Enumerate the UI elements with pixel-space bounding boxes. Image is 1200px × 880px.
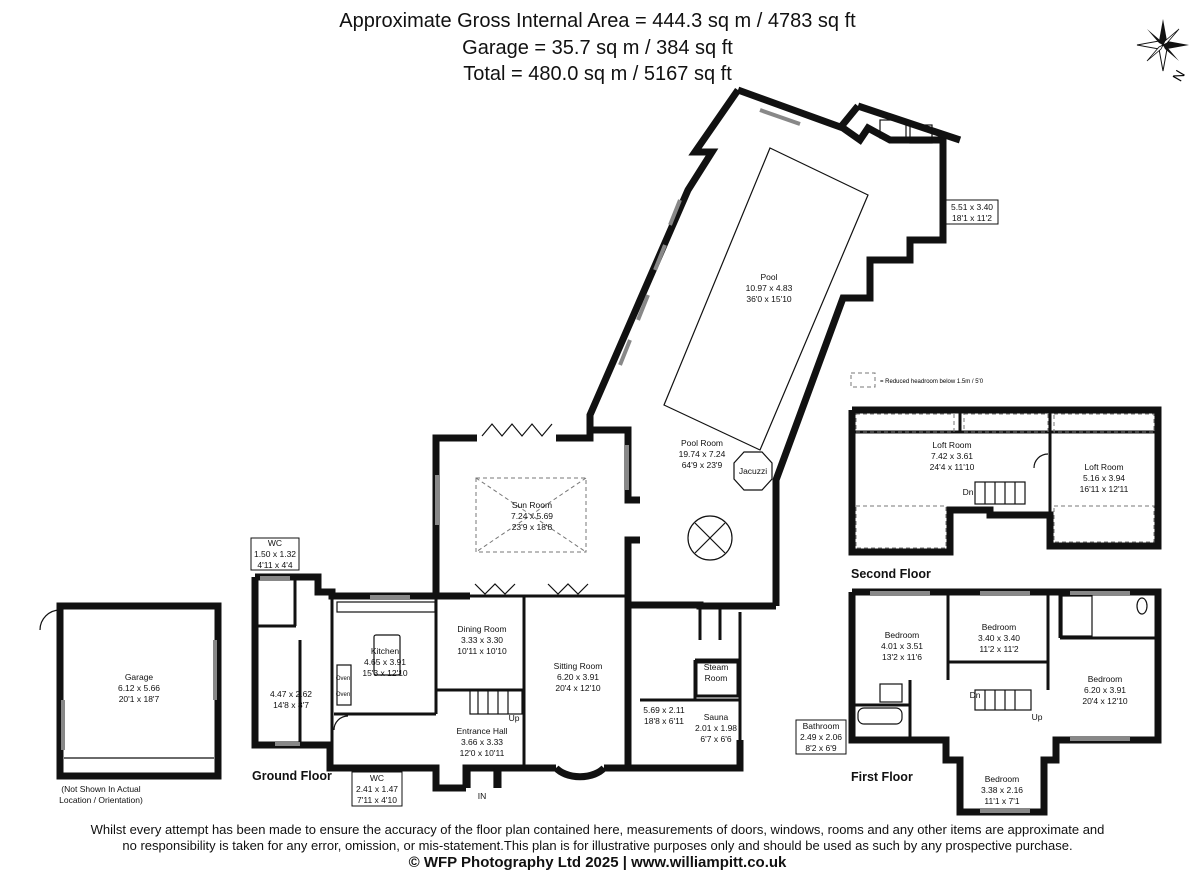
north-label: N <box>1169 67 1188 84</box>
sauna-imperial: 6'7 x 6'6 <box>700 734 731 744</box>
garage-metric: 6.12 x 5.66 <box>118 683 160 693</box>
utility-metric: 4.47 x 2.62 <box>270 689 312 699</box>
oven-label-2: Oven <box>336 692 350 698</box>
pool-metric: 10.97 x 4.83 <box>746 283 793 293</box>
steam-room-name-1: Steam <box>704 662 729 672</box>
plant-room-metric: 5.51 x 3.40 <box>951 202 993 212</box>
sun-room-imperial: 23'9 x 18'8 <box>512 522 553 532</box>
wc2-imperial: 7'11 x 4'10 <box>357 795 397 805</box>
disclaimer-line-1: Whilst every attempt has been made to en… <box>90 822 1105 837</box>
wc2-name: WC <box>370 773 384 783</box>
loft-room-2-metric: 5.16 x 3.94 <box>1083 473 1125 483</box>
garage-outline <box>39 602 222 780</box>
stair-up-label: Up <box>509 713 520 723</box>
sauna-metric: 2.01 x 1.98 <box>695 723 737 733</box>
garage-note-2: Location / Orientation) <box>59 795 143 805</box>
bedroom-3-name: Bedroom <box>1088 674 1123 684</box>
sun-room-name: Sun Room <box>512 500 552 510</box>
sitting-room-imperial: 20'4 x 12'10 <box>555 683 601 693</box>
utility-imperial: 14'8 x 8'7 <box>273 700 309 710</box>
changing-room-imperial: 18'8 x 6'11 <box>644 716 684 726</box>
pool-room-metric: 19.74 x 7.24 <box>679 449 726 459</box>
sitting-room-name: Sitting Room <box>554 661 603 671</box>
first-floor-walls <box>848 588 1162 816</box>
bedroom-2-name: Bedroom <box>982 622 1017 632</box>
garage-imperial: 20'1 x 18'7 <box>119 694 160 704</box>
bedroom-4-metric: 3.38 x 2.16 <box>981 785 1023 795</box>
sitting-room-metric: 6.20 x 3.91 <box>557 672 599 682</box>
pool-imperial: 36'0 x 15'10 <box>746 294 792 304</box>
bathroom-name: Bathroom <box>803 721 840 731</box>
entrance-hall-imperial: 12'0 x 10'11 <box>460 748 505 758</box>
ground-floor-title: Ground Floor <box>252 769 332 783</box>
landing-dn-label: Dn <box>970 690 981 700</box>
reduced-headroom-swatch <box>850 372 876 388</box>
kitchen-imperial: 15'3 x 12'10 <box>362 668 408 678</box>
bathroom-imperial: 8'2 x 6'9 <box>805 743 836 753</box>
wc1-imperial: 4'11 x 4'4 <box>257 560 292 570</box>
bedroom-3-metric: 6.20 x 3.91 <box>1084 685 1126 695</box>
compass-icon <box>1136 19 1189 72</box>
bedroom-3-imperial: 20'4 x 12'10 <box>1082 696 1128 706</box>
second-floor-title: Second Floor <box>851 567 931 581</box>
entrance-hall-name: Entrance Hall <box>456 726 507 736</box>
disclaimer-line-2: no responsibility is taken for any error… <box>122 838 1073 853</box>
sauna-name: Sauna <box>704 712 729 722</box>
bedroom-1-metric: 4.01 x 3.51 <box>881 641 923 651</box>
wc1-metric: 1.50 x 1.32 <box>254 549 296 559</box>
kitchen-metric: 4.65 x 3.91 <box>364 657 406 667</box>
bedroom-2-metric: 3.40 x 3.40 <box>978 633 1020 643</box>
loft-room-1-name: Loft Room <box>932 440 971 450</box>
bedroom-1-imperial: 13'2 x 11'6 <box>882 652 922 662</box>
dining-room-name: Dining Room <box>457 624 506 634</box>
front-entrance-label: IN <box>478 791 487 801</box>
reduced-headroom-legend: = Reduced headroom below 1.5m / 5'0 <box>880 379 984 385</box>
dining-room-metric: 3.33 x 3.30 <box>461 635 503 645</box>
pool-name: Pool <box>760 272 777 282</box>
loft-room-2-imperial: 16'11 x 12'11 <box>1080 484 1129 494</box>
jacuzzi-label: Jacuzzi <box>739 466 767 476</box>
second-floor-walls <box>848 406 1162 556</box>
loft-room-2-name: Loft Room <box>1084 462 1123 472</box>
wc1-name: WC <box>268 538 282 548</box>
entrance-hall-metric: 3.66 x 3.33 <box>461 737 503 747</box>
oven-label-1: Oven <box>336 676 350 682</box>
bedroom-4-name: Bedroom <box>985 774 1020 784</box>
loft-stair-dn-label: Dn <box>963 487 974 497</box>
loft-room-1-imperial: 24'4 x 11'10 <box>930 462 975 472</box>
steam-room-name-2: Room <box>705 673 728 683</box>
dining-room-imperial: 10'11 x 10'10 <box>457 646 507 656</box>
garage-name: Garage <box>125 672 154 682</box>
ground-floor-walls <box>251 86 962 792</box>
bedroom-2-imperial: 11'2 x 11'2 <box>979 644 1019 654</box>
bedroom-4-imperial: 11'1 x 7'1 <box>984 796 1019 806</box>
plant-room-imperial: 18'1 x 11'2 <box>952 213 992 223</box>
sun-room-metric: 7.24 x 5.69 <box>511 511 553 521</box>
copyright-line: © WFP Photography Ltd 2025 | www.william… <box>408 854 787 871</box>
kitchen-name: Kitchen <box>371 646 400 656</box>
bathroom-metric: 2.49 x 2.06 <box>800 732 842 742</box>
area-summary-line: Approximate Gross Internal Area = 444.3 … <box>339 10 856 32</box>
first-floor-title: First Floor <box>851 770 913 784</box>
wc2-metric: 2.41 x 1.47 <box>356 784 398 794</box>
landing-up-label: Up <box>1032 712 1043 722</box>
bedroom-1-name: Bedroom <box>885 630 920 640</box>
garage-note-1: (Not Shown In Actual <box>61 784 140 794</box>
changing-room-metric: 5.69 x 2.11 <box>643 705 685 715</box>
garage-area-line: Garage = 35.7 sq m / 384 sq ft <box>462 37 733 59</box>
pool-room-imperial: 64'9 x 23'9 <box>682 460 723 470</box>
pool-room-name: Pool Room <box>681 438 723 448</box>
total-area-line: Total = 480.0 sq m / 5167 sq ft <box>463 63 732 85</box>
loft-room-1-metric: 7.42 x 3.61 <box>931 451 973 461</box>
